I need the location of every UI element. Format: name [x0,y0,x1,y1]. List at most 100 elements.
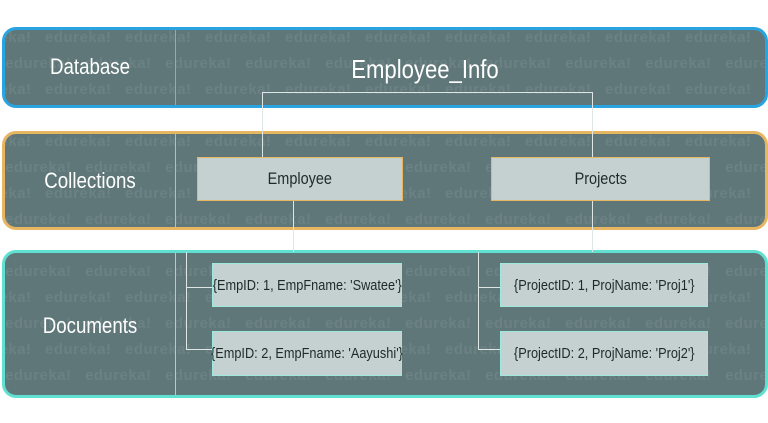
watermark-text: edureka! [685,134,752,150]
watermark-text: edureka! [5,367,72,384]
connector [478,252,479,349]
watermark-text: edureka! [205,30,272,46]
watermark-text: edureka! [405,315,472,332]
watermark-text: edureka! [5,81,32,98]
watermark-text: edureka! [5,393,32,395]
watermark-text: edureka! [725,211,765,227]
watermark-text: edureka! [605,134,672,150]
connector [186,287,212,288]
watermark-text: edureka! [45,30,112,46]
watermark-text: edureka! [365,253,432,254]
collection-name: Projects [574,169,627,188]
connector [186,349,212,350]
watermark-text: edureka! [565,315,632,332]
watermark-text: edureka! [285,30,352,46]
watermark-text: edureka! [205,253,272,254]
watermark-text: edureka! [405,367,472,384]
collection-name: Employee [267,169,333,188]
connector [262,92,263,157]
watermark-text: edureka! [605,81,672,98]
watermark-text: edureka! [725,263,765,280]
watermark-text: edureka! [5,289,32,306]
document-text: {EmpID: 2, EmpFname: 'Aayushi'} [211,345,403,362]
connector [293,200,294,252]
document-text: {ProjectID: 1, ProjName: 'Proj1'} [513,276,695,294]
watermark-text: edureka! [325,315,392,332]
watermark-text: edureka! [125,341,192,358]
watermark-text: edureka! [565,211,632,227]
divider [175,30,176,105]
document-employee-1: {EmpID: 1, EmpFname: 'Swatee'} [212,263,402,307]
watermark-text: edureka! [525,393,592,395]
watermark-text: edureka! [45,393,112,395]
collections-label: Collections [44,168,136,193]
watermark-text: edureka! [5,341,32,358]
watermark-text: edureka! [45,289,112,306]
watermark-text: edureka! [285,134,352,150]
document-text: {ProjectID: 2, ProjName: 'Proj2'} [513,345,695,362]
watermark-text: edureka! [85,211,152,227]
watermark-text: edureka! [645,55,712,72]
watermark-text: edureka! [285,253,352,254]
watermark-text: edureka! [525,134,592,150]
document-project-1: {ProjectID: 1, ProjName: 'Proj1'} [500,263,708,307]
watermark-text: edureka! [645,315,712,332]
watermark-text: edureka! [525,253,592,254]
watermark-text: edureka! [125,253,192,254]
watermark-text: edureka! [525,81,592,98]
watermark-text: edureka! [85,263,152,280]
watermark-text: edureka! [245,211,312,227]
watermark-text: edureka! [405,159,472,176]
watermark-text: edureka! [85,367,152,384]
watermark-text: edureka! [685,81,752,98]
watermark-text: edureka! [445,393,512,395]
watermark-text: edureka! [725,367,765,384]
watermark-text: edureka! [445,30,512,46]
watermark-text: edureka! [125,30,192,46]
watermark-text: edureka! [325,211,392,227]
document-text: {EmpID: 1, EmpFname: 'Swatee'} [212,276,402,294]
watermark-text: edureka! [285,393,352,395]
watermark-text: edureka! [365,30,432,46]
watermark-text: edureka! [5,263,72,280]
watermark-text: edureka! [605,393,672,395]
watermark-text: edureka! [365,134,432,150]
divider [175,253,176,395]
watermark-text: edureka! [125,81,192,98]
document-employee-2: {EmpID: 2, EmpFname: 'Aayushi'} [211,331,403,376]
watermark-text: edureka! [725,55,765,72]
divider [175,134,176,227]
document-project-2: {ProjectID: 2, ProjName: 'Proj2'} [500,331,708,376]
watermark-text: edureka! [685,253,752,254]
watermark-text: edureka! [405,263,472,280]
connector [478,287,500,288]
watermark-text: edureka! [245,55,312,72]
watermark-text: edureka! [5,30,32,46]
connector [592,200,593,252]
watermark-text: edureka! [45,134,112,150]
collection-projects: Projects [491,157,710,201]
watermark-text: edureka! [485,211,552,227]
database-name: Employee_Info [351,54,499,84]
watermark-text: edureka! [605,30,672,46]
watermark-text: edureka! [685,30,752,46]
watermark-text: edureka! [45,81,112,98]
watermark-text: edureka! [205,393,272,395]
connector [478,349,500,350]
watermark-text: edureka! [125,289,192,306]
watermark-text: edureka! [445,134,512,150]
database-label: Database [49,54,131,79]
connector [262,92,593,93]
watermark-text: edureka! [725,315,765,332]
watermark-text: edureka! [245,315,312,332]
watermark-text: edureka! [725,159,765,176]
connector [186,252,187,349]
watermark-text: edureka! [645,211,712,227]
documents-label: Documents [42,313,138,338]
watermark-text: edureka! [125,134,192,150]
watermark-text: edureka! [485,315,552,332]
watermark-text: edureka! [45,253,112,254]
watermark-text: edureka! [5,253,32,254]
watermark-text: edureka! [365,393,432,395]
watermark-text: edureka! [405,211,472,227]
